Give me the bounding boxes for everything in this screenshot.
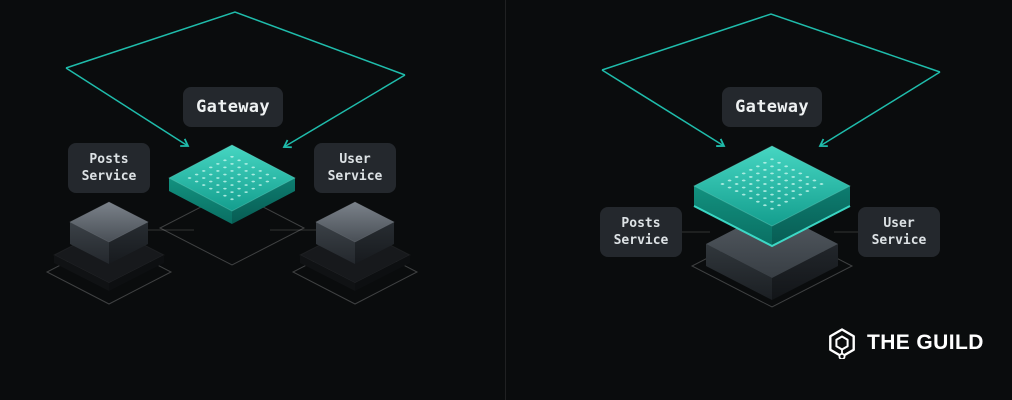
platform-right-face	[109, 255, 164, 291]
posts-service-label-right: Posts Service	[600, 207, 682, 257]
gateway-floor-wireframe	[158, 190, 306, 266]
right-diagram	[601, 13, 941, 308]
flow-arrow-to-gateway-right	[282, 74, 406, 149]
services-left-face	[706, 244, 772, 300]
platform-right-face	[355, 255, 410, 291]
cube-left-face	[316, 222, 355, 264]
gateway-node-left	[168, 144, 296, 224]
right-flow-arrows	[601, 13, 941, 148]
left-flow-arrows	[65, 11, 406, 149]
posts-service-label-left: Posts Service	[68, 143, 150, 193]
service-label-line: Posts	[89, 152, 129, 167]
flow-route-top	[601, 13, 941, 73]
brand-logo-text: THE GUILD	[867, 331, 984, 354]
cube-left-face	[70, 222, 109, 264]
left-diagram	[45, 11, 419, 305]
service-label-line: User	[339, 152, 371, 167]
flow-arrow-to-gateway-right	[818, 71, 941, 148]
guild-hexagon-icon	[829, 328, 855, 359]
service-label-line: Service	[81, 169, 137, 184]
flow-route-top	[65, 11, 406, 76]
user-service-label-left: User Service	[314, 143, 396, 193]
gateway-top-face	[693, 145, 851, 227]
flow-arrow-to-gateway-left	[601, 69, 726, 147]
service-label-line: Service	[613, 233, 669, 248]
cube-top-face	[69, 201, 149, 243]
cube-right-face	[109, 222, 148, 264]
gateway-right-face	[772, 186, 850, 246]
gateway-dot-grid	[720, 158, 824, 210]
user-service-cube	[315, 201, 395, 264]
gateway-label-right: Gateway	[722, 87, 822, 127]
services-right-face	[772, 244, 838, 300]
service-label-line: User	[883, 216, 915, 231]
service-label-line: Service	[327, 169, 383, 184]
gateway-dot-grid	[187, 155, 277, 201]
gateway-right-face	[232, 178, 295, 224]
service-label-line: Service	[871, 233, 927, 248]
gateway-left-face	[169, 178, 232, 224]
platform-left-face	[300, 255, 355, 291]
gateway-left-face	[694, 186, 772, 246]
flow-arrow-to-gateway-left	[65, 67, 190, 147]
gateway-label-text: Gateway	[196, 97, 270, 117]
cube-right-face	[355, 222, 394, 264]
cube-top-face	[315, 201, 395, 243]
service-label-line: Posts	[621, 216, 661, 231]
gateway-bottom-seam-glow	[693, 205, 851, 248]
user-service-label-right: User Service	[858, 207, 940, 257]
gateway-label-text: Gateway	[735, 97, 809, 117]
gateway-label-left: Gateway	[183, 87, 283, 127]
platform-left-face	[54, 255, 109, 291]
gateway-node-right	[693, 145, 851, 248]
panel-divider	[505, 0, 506, 400]
posts-service-cube	[69, 201, 149, 264]
brand-logo: THE GUILD	[826, 326, 984, 360]
